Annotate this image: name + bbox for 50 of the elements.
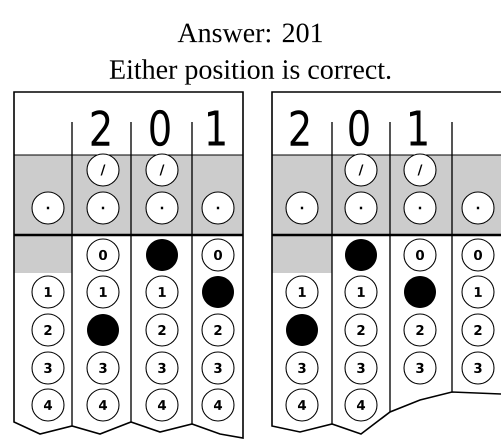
answer-bubble: 4 bbox=[31, 388, 65, 422]
answer-bubble: 4 bbox=[201, 388, 235, 422]
answer-bubble: 2 bbox=[201, 313, 235, 347]
answer-bubble: 1 bbox=[461, 275, 495, 309]
note: Either position is correct. bbox=[110, 59, 390, 85]
answer-bubble: . bbox=[201, 191, 235, 225]
answer-bubble: 0 bbox=[461, 238, 495, 272]
answer-bubble: 3 bbox=[285, 351, 319, 385]
answer-bubble: 0 bbox=[86, 238, 120, 272]
answer-bubble: 3 bbox=[145, 351, 179, 385]
answer-bubble: . bbox=[461, 191, 495, 225]
answer-bubble: 2 bbox=[31, 313, 65, 347]
answer-bubble: / bbox=[403, 153, 437, 187]
written-digit: 2 bbox=[290, 110, 308, 146]
answer-bubble: 3 bbox=[31, 351, 65, 385]
answer-bubble: 1 bbox=[344, 275, 378, 309]
answer-bubble: 1 bbox=[145, 275, 179, 309]
answer-bubble: . bbox=[403, 191, 437, 225]
answer-bubble: 1 bbox=[285, 275, 319, 309]
title: Answer: 201 bbox=[178, 24, 322, 42]
answer-bubble: / bbox=[145, 153, 179, 187]
answer-bubble: . bbox=[285, 191, 319, 225]
answer-bubble: 4 bbox=[344, 388, 378, 422]
answer-bubble: 0 bbox=[403, 238, 437, 272]
answer-bubble: 3 bbox=[201, 351, 235, 385]
answer-bubble: 3 bbox=[461, 351, 495, 385]
answer-bubble: / bbox=[86, 153, 120, 187]
answer-bubble: 4 bbox=[285, 388, 319, 422]
answer-bubble: 3 bbox=[403, 351, 437, 385]
answer-bubble: 4 bbox=[145, 388, 179, 422]
answer-bubble: 2 bbox=[461, 313, 495, 347]
answer-bubble: . bbox=[31, 191, 65, 225]
answer-bubble: 3 bbox=[86, 351, 120, 385]
written-digit: 2 bbox=[92, 110, 110, 146]
answer-bubble: . bbox=[344, 191, 378, 225]
answer-bubble: / bbox=[344, 153, 378, 187]
answer-bubble: . bbox=[145, 191, 179, 225]
answer-bubble: 2 bbox=[145, 313, 179, 347]
answer-bubble: 3 bbox=[344, 351, 378, 385]
written-digit: 0 bbox=[349, 110, 369, 146]
written-digit: 1 bbox=[208, 110, 225, 146]
answer-bubble: 2 bbox=[403, 313, 437, 347]
answer-bubble: 1 bbox=[86, 275, 120, 309]
written-digit: 0 bbox=[150, 110, 170, 146]
answer-bubble: 2 bbox=[344, 313, 378, 347]
answer-bubble: 4 bbox=[86, 388, 120, 422]
answer-bubble: 1 bbox=[31, 275, 65, 309]
answer-bubble: 0 bbox=[201, 238, 235, 272]
written-digit: 1 bbox=[410, 110, 427, 146]
answer-bubble: . bbox=[86, 191, 120, 225]
